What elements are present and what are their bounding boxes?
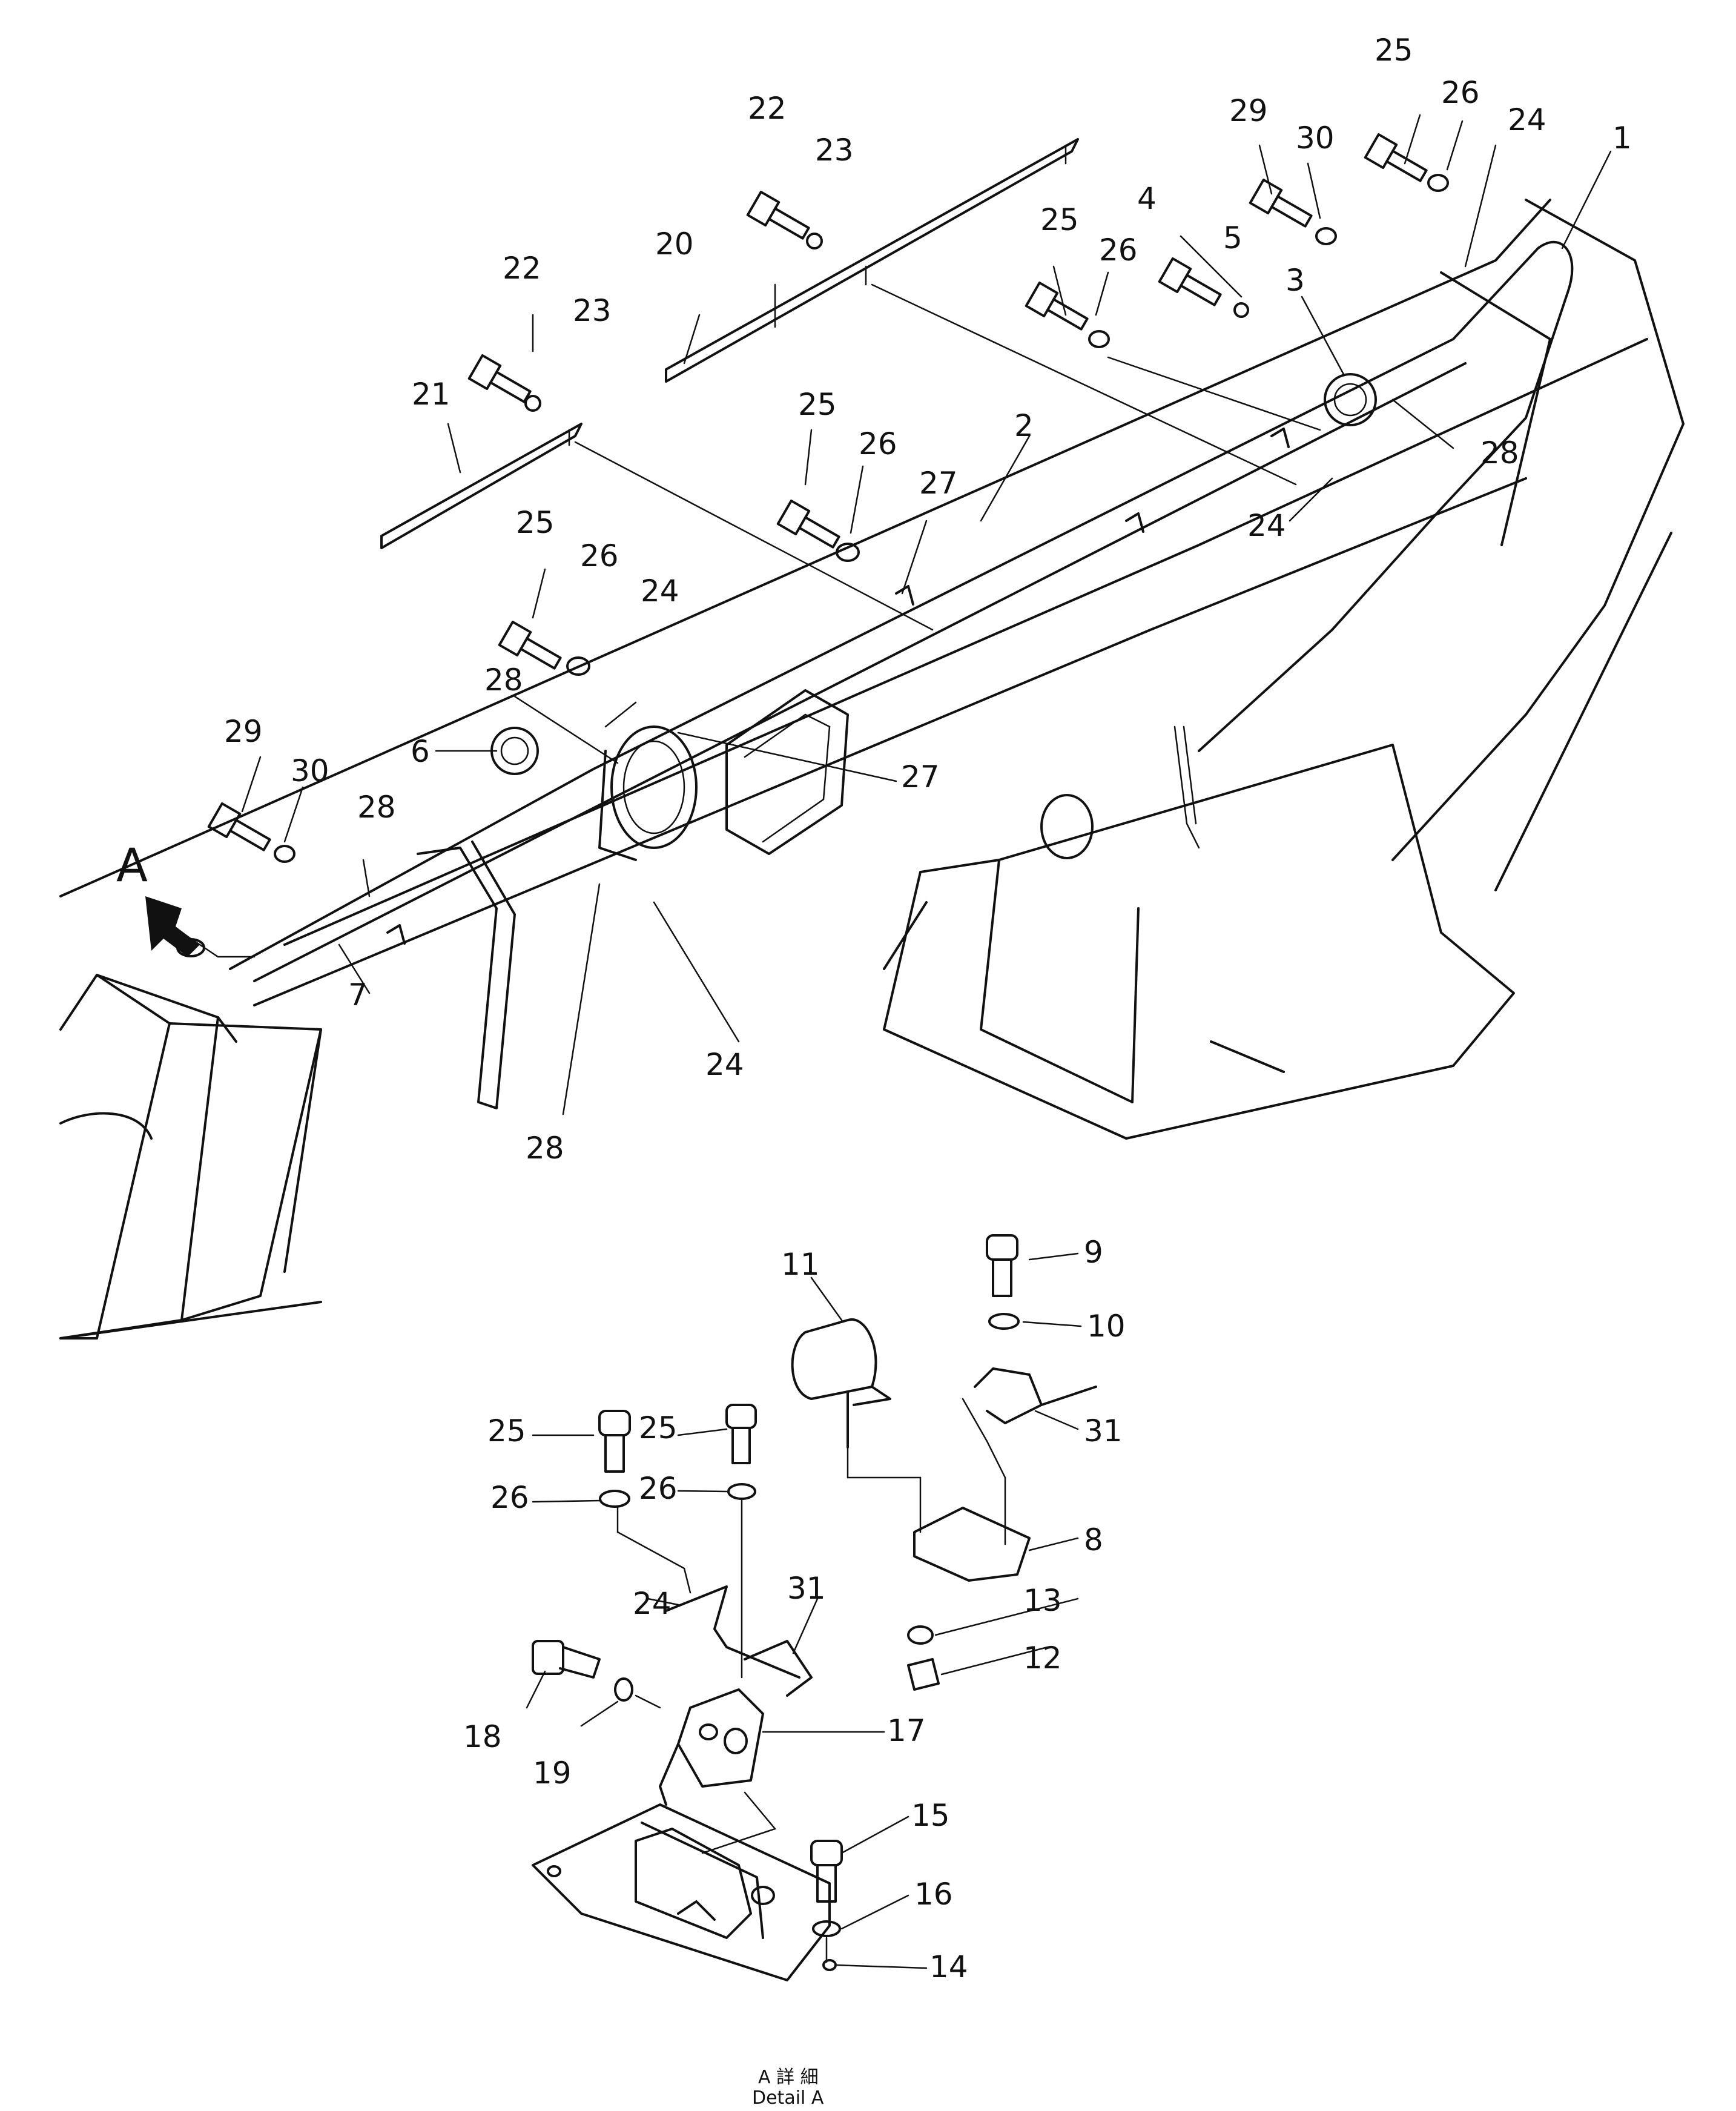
callout-21: 21: [412, 377, 451, 412]
callout-25: 25: [516, 505, 555, 540]
callout-24: 24: [705, 1047, 744, 1082]
callout-23: 23: [573, 293, 612, 328]
callout-6: 6: [411, 734, 430, 769]
callout-20: 20: [655, 226, 694, 262]
callout-8: 8: [1084, 1522, 1103, 1558]
detail-arrow-letter: A: [116, 838, 148, 892]
callout-14: 14: [929, 1949, 968, 1984]
caption-english: Detail A: [752, 2087, 824, 2109]
callout-16: 16: [914, 1877, 953, 1912]
callout-24: 24: [633, 1586, 672, 1621]
callout-4: 4: [1137, 181, 1157, 216]
callout-5: 5: [1223, 220, 1243, 256]
fasteners-upper: [207, 133, 1449, 863]
callouts-upper: 1 2 3 4 5 6 7 20 21 22 23 22 23 24 24 24…: [224, 33, 1632, 1621]
callout-26: 26: [490, 1480, 529, 1515]
detail-a-drawing: [532, 1234, 1097, 1981]
callout-12: 12: [1023, 1640, 1062, 1676]
callout-27: 27: [919, 466, 958, 501]
callout-3: 3: [1285, 263, 1305, 298]
guard-rails: [380, 138, 1321, 631]
callout-22: 22: [503, 251, 541, 286]
leader-lines: [241, 114, 1612, 1969]
callout-28: 28: [1480, 435, 1519, 471]
callout-2: 2: [1014, 408, 1034, 443]
callout-30: 30: [291, 753, 329, 788]
callout-30: 30: [1296, 121, 1335, 156]
callout-10: 10: [1087, 1309, 1126, 1344]
caption-japanese: A 詳 細: [758, 2067, 819, 2088]
callout-15: 15: [911, 1798, 950, 1833]
callout-26: 26: [859, 426, 897, 461]
callout-13: 13: [1023, 1583, 1062, 1618]
callout-11: 11: [781, 1247, 820, 1282]
callout-7: 7: [348, 977, 368, 1013]
callout-27: 27: [901, 759, 940, 795]
callout-18: 18: [463, 1719, 502, 1754]
detail-a-arrow: [145, 896, 200, 957]
callouts-detail: 8 9 10 11 12 13 14 15 16 17 18 19 24 25 …: [463, 1235, 1126, 1984]
callout-24: 24: [1247, 508, 1286, 543]
callout-9: 9: [1084, 1235, 1103, 1270]
callout-24: 24: [641, 573, 679, 609]
callout-23: 23: [815, 133, 854, 168]
callout-25: 25: [639, 1410, 678, 1445]
callout-31: 31: [787, 1571, 826, 1606]
callout-28: 28: [357, 790, 396, 825]
wiring-harness: [176, 240, 1574, 982]
callout-31: 31: [1084, 1413, 1123, 1449]
callout-22: 22: [748, 91, 787, 126]
callout-26: 26: [1099, 233, 1138, 268]
callout-17: 17: [887, 1713, 926, 1748]
callout-28: 28: [526, 1131, 564, 1166]
callout-1: 1: [1612, 121, 1632, 156]
callout-25: 25: [1040, 202, 1079, 237]
callout-25: 25: [1375, 33, 1413, 68]
callout-25: 25: [487, 1413, 526, 1449]
callout-26: 26: [580, 538, 619, 573]
callout-26: 26: [639, 1471, 678, 1506]
callout-19: 19: [533, 1756, 572, 1791]
callout-28: 28: [484, 662, 523, 698]
callout-26: 26: [1441, 75, 1480, 110]
callout-24: 24: [1508, 102, 1546, 137]
callout-29: 29: [224, 714, 263, 749]
callout-29: 29: [1229, 93, 1268, 128]
callout-25: 25: [798, 387, 837, 422]
